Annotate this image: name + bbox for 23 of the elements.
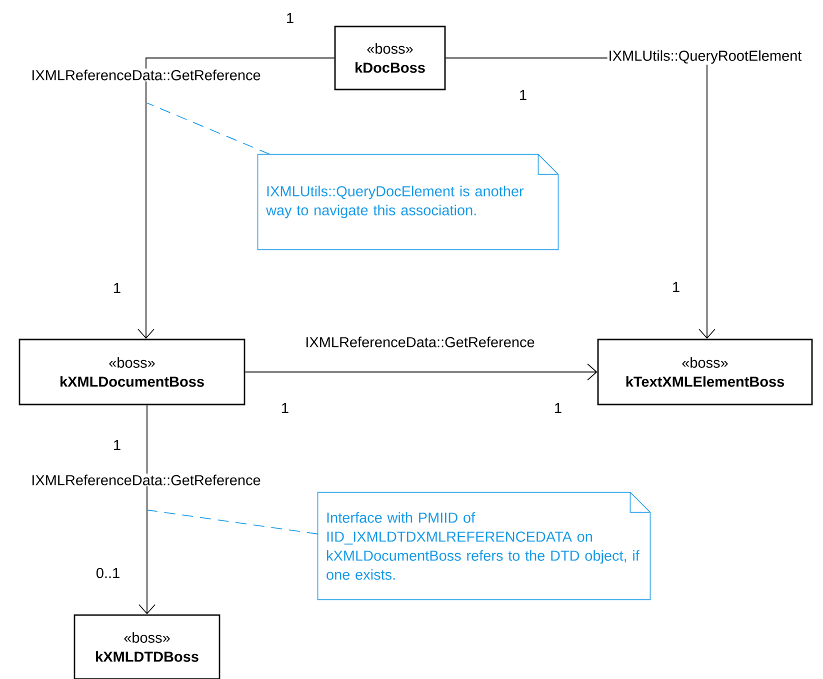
leader-line	[146, 510, 318, 534]
class-box: «boss» kTextXMLElementBoss	[597, 338, 813, 406]
note-box: Interface with PMIID of IID_IXMLDTDXMLREFERENCEDATA on kXMLDocumentBoss refers to the DTD object, if one exists.	[317, 492, 651, 600]
edge-label: IXMLReferenceData::GetReference	[30, 474, 262, 486]
edge-label: IXMLReferenceData::GetReference	[304, 336, 536, 348]
multiplicity-label: 1	[114, 440, 120, 450]
class-box: «boss» kXMLDocumentBoss	[18, 338, 246, 406]
association-arrow	[244, 364, 598, 380]
note-box: IXMLUtils::QueryDocElement is another way to navigate this association.	[257, 154, 559, 250]
class-box: «boss» kDocBoss	[334, 26, 446, 90]
association-arrow	[138, 58, 335, 339]
edge-label: IXMLReferenceData::GetReference	[30, 68, 262, 82]
association-arrow	[138, 404, 156, 614]
multiplicity-label: 1	[520, 90, 526, 100]
edge-label: IXMLUtils::QueryRootElement	[607, 49, 803, 65]
leader-line	[146, 102, 270, 155]
class-box: «boss» kXMLDTDBoss	[74, 614, 220, 679]
multiplicity-label: 1	[555, 403, 562, 413]
multiplicity-label: 1	[282, 403, 288, 413]
multiplicity-label: 1	[114, 283, 120, 293]
multiplicity-label: 0..1	[96, 568, 120, 578]
multiplicity-label: 1	[673, 282, 680, 292]
multiplicity-label: 1	[287, 13, 294, 23]
